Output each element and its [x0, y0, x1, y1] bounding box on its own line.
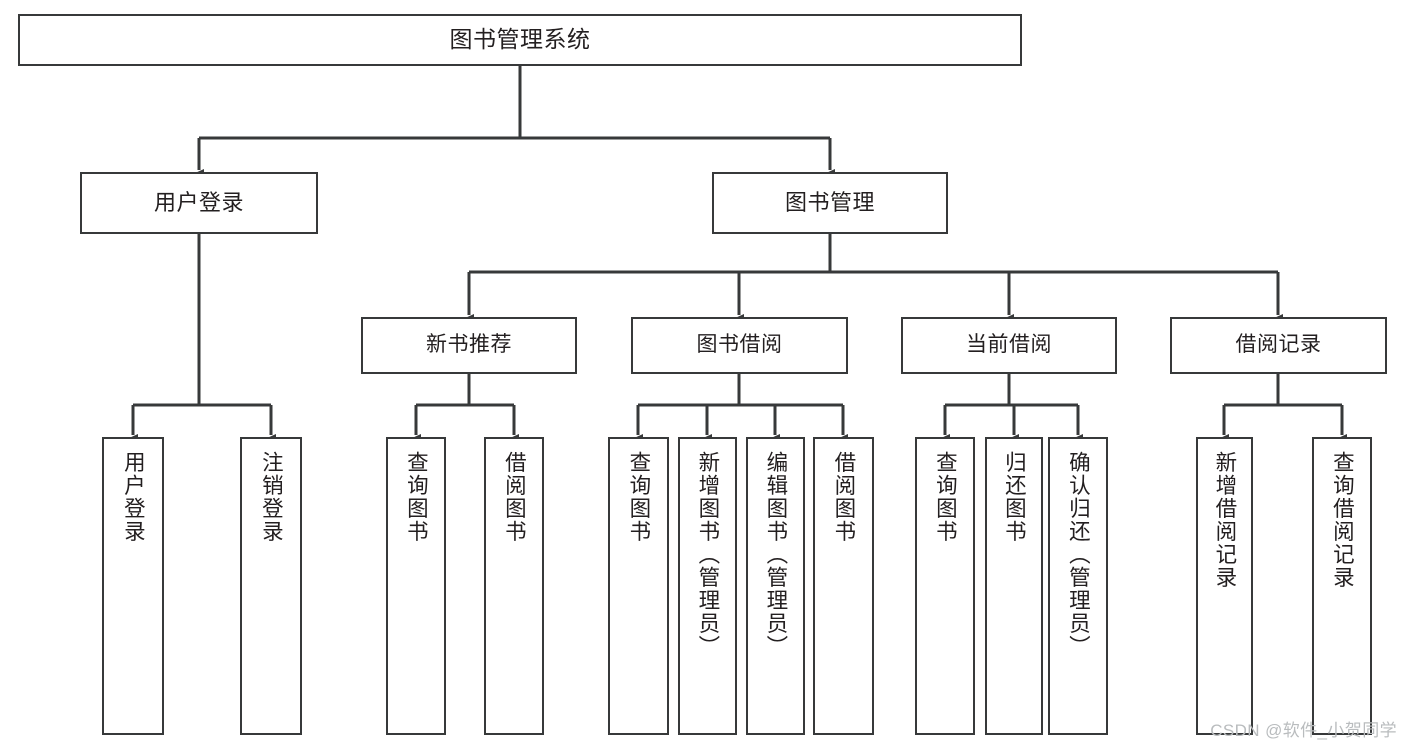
node-label-leaf-confirm-return: 确认归还（管理员）	[1066, 451, 1091, 658]
connector-lines	[128, 66, 1347, 443]
node-leaf-query-book-3[interactable]: 查询图书	[915, 437, 975, 735]
node-leaf-confirm-return[interactable]: 确认归还（管理员）	[1048, 437, 1108, 735]
node-label-leaf-borrow-book-1: 借阅图书	[502, 451, 527, 543]
node-leaf-user-login[interactable]: 用户登录	[102, 437, 164, 735]
node-label-leaf-edit-book: 编辑图书（管理员）	[763, 451, 788, 658]
node-label-leaf-user-login: 用户登录	[121, 451, 146, 543]
node-leaf-edit-book[interactable]: 编辑图书（管理员）	[746, 437, 805, 735]
node-leaf-add-book[interactable]: 新增图书（管理员）	[678, 437, 737, 735]
node-label-borrow-record: 借阅记录	[1235, 333, 1322, 357]
node-root[interactable]: 图书管理系统	[18, 14, 1022, 66]
node-label-user-login: 用户登录	[153, 190, 244, 216]
node-leaf-borrow-book-2[interactable]: 借阅图书	[813, 437, 874, 735]
node-label-book-management: 图书管理	[784, 190, 875, 216]
node-label-leaf-add-borrow-record: 新增借阅记录	[1212, 451, 1237, 589]
node-leaf-query-book-2[interactable]: 查询图书	[608, 437, 669, 735]
node-user-login[interactable]: 用户登录	[80, 172, 318, 234]
node-label-leaf-query-book-3: 查询图书	[933, 451, 958, 543]
node-label-leaf-query-book-1: 查询图书	[404, 451, 429, 543]
node-leaf-add-borrow-record[interactable]: 新增借阅记录	[1196, 437, 1253, 735]
node-leaf-user-logout[interactable]: 注销登录	[240, 437, 302, 735]
watermark-label: CSDN @软件_小贺同学	[1210, 721, 1397, 740]
node-borrow-record[interactable]: 借阅记录	[1170, 317, 1387, 374]
node-new-book-recommend[interactable]: 新书推荐	[361, 317, 577, 374]
node-label-current-borrow: 当前借阅	[966, 333, 1052, 357]
node-label-leaf-borrow-book-2: 借阅图书	[831, 451, 856, 543]
node-label-leaf-user-logout: 注销登录	[259, 451, 284, 543]
node-leaf-query-book-1[interactable]: 查询图书	[386, 437, 446, 735]
node-label-leaf-add-book: 新增图书（管理员）	[695, 451, 720, 658]
node-label-leaf-query-book-2: 查询图书	[626, 451, 651, 543]
node-current-borrow[interactable]: 当前借阅	[901, 317, 1117, 374]
node-leaf-return-book[interactable]: 归还图书	[985, 437, 1043, 735]
node-label-leaf-query-borrow-record: 查询借阅记录	[1330, 451, 1355, 589]
node-leaf-borrow-book-1[interactable]: 借阅图书	[484, 437, 544, 735]
node-book-management[interactable]: 图书管理	[712, 172, 948, 234]
node-label-leaf-return-book: 归还图书	[1002, 451, 1027, 543]
node-book-borrow[interactable]: 图书借阅	[631, 317, 848, 374]
node-label-root: 图书管理系统	[449, 26, 591, 53]
node-leaf-query-borrow-record[interactable]: 查询借阅记录	[1312, 437, 1372, 735]
node-label-new-book-recommend: 新书推荐	[426, 333, 512, 357]
node-label-book-borrow: 图书借阅	[696, 333, 783, 357]
